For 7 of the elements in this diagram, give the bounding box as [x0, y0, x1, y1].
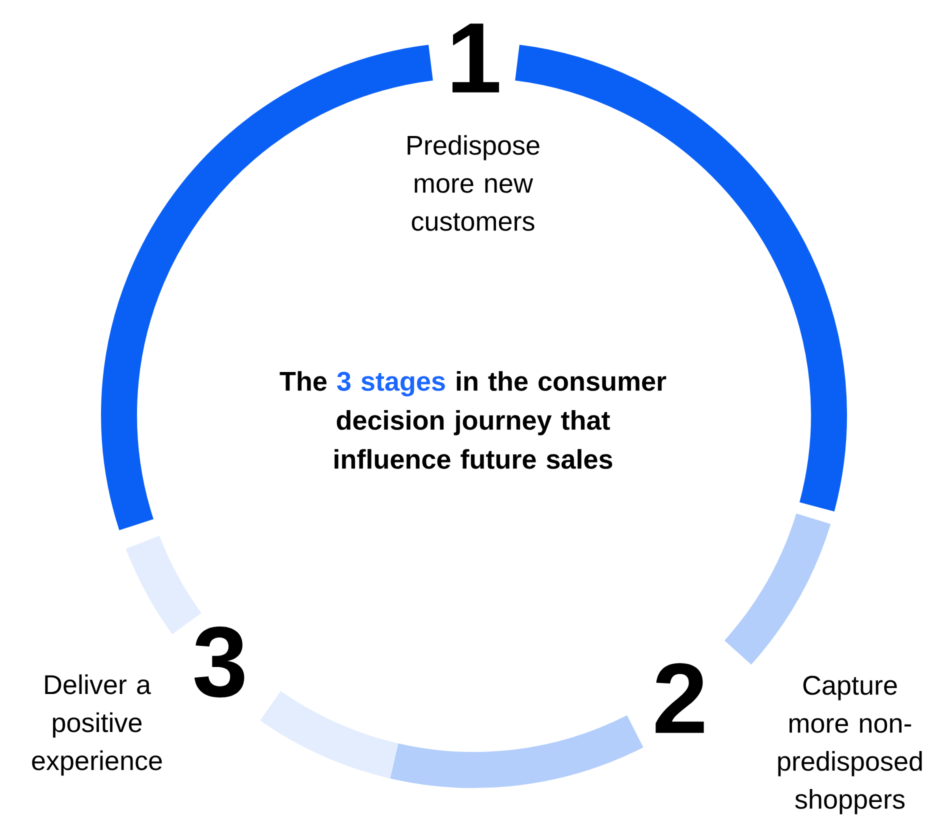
stage-number: 2 — [656, 663, 704, 733]
stage-description: Predispose more new customers — [408, 135, 540, 231]
heading: The 3 stages in the consumer decision journey that influence future sales — [280, 371, 666, 469]
stage-description: Capture more non-predisposed shoppers — [778, 676, 922, 814]
stage-number: 3 — [194, 626, 244, 698]
stage-number: 1 — [452, 24, 500, 92]
stage-description: Deliver a positive experience — [32, 674, 162, 776]
